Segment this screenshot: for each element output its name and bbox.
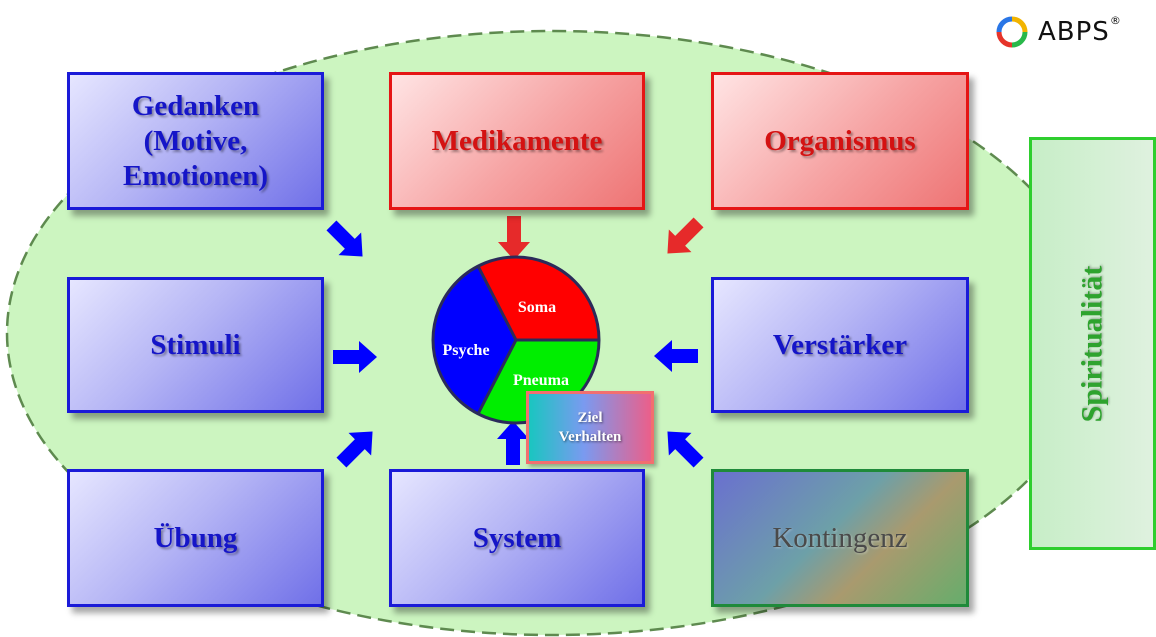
- arrow-system: [497, 421, 529, 465]
- abps-logo-text: ABPS: [1038, 17, 1110, 47]
- abps-logo-icon: [996, 16, 1028, 48]
- psyche-label: Psyche: [442, 342, 489, 359]
- gedanken-box: Gedanken (Motive, Emotionen): [67, 72, 324, 210]
- arrow-gedanken: [326, 220, 363, 257]
- spiritualitaet-label: Spiritualität: [1075, 265, 1109, 422]
- soma-label: Soma: [518, 299, 556, 316]
- arrow-uebung: [336, 431, 373, 468]
- ziel-verhalten-label: Ziel Verhalten: [558, 409, 622, 445]
- verstaerker-box: Verstärker: [711, 277, 969, 413]
- system-box: System: [389, 469, 645, 607]
- arrow-kontingenz: [667, 431, 704, 468]
- gedanken-label: Gedanken (Motive, Emotionen): [123, 89, 268, 192]
- ziel-verhalten-box: Ziel Verhalten: [526, 391, 654, 464]
- arrow-verstaerker: [654, 340, 698, 372]
- arrow-organismus: [667, 217, 704, 254]
- medikamente-box: Medikamente: [389, 72, 645, 210]
- spiritualitaet-box: Spiritualität: [1029, 137, 1156, 550]
- registered-mark: ®: [1109, 14, 1121, 27]
- abps-logo: ABPS ®: [996, 12, 1121, 52]
- arrow-stimuli: [333, 341, 377, 373]
- organismus-box: Organismus: [711, 72, 969, 210]
- uebung-label: Übung: [153, 521, 238, 554]
- pneuma-label: Pneuma: [513, 372, 569, 389]
- uebung-box: Übung: [67, 469, 324, 607]
- organismus-label: Organismus: [764, 124, 916, 157]
- kontingenz-box: Kontingenz: [711, 469, 969, 607]
- psyche-segment: [432, 266, 516, 414]
- stimuli-box: Stimuli: [67, 277, 324, 413]
- kontingenz-label: Kontingenz: [772, 521, 908, 554]
- verstaerker-label: Verstärker: [772, 328, 908, 361]
- medikamente-label: Medikamente: [431, 124, 603, 157]
- arrow-medikamente: [498, 216, 530, 260]
- system-label: System: [472, 521, 562, 554]
- stimuli-label: Stimuli: [150, 328, 241, 361]
